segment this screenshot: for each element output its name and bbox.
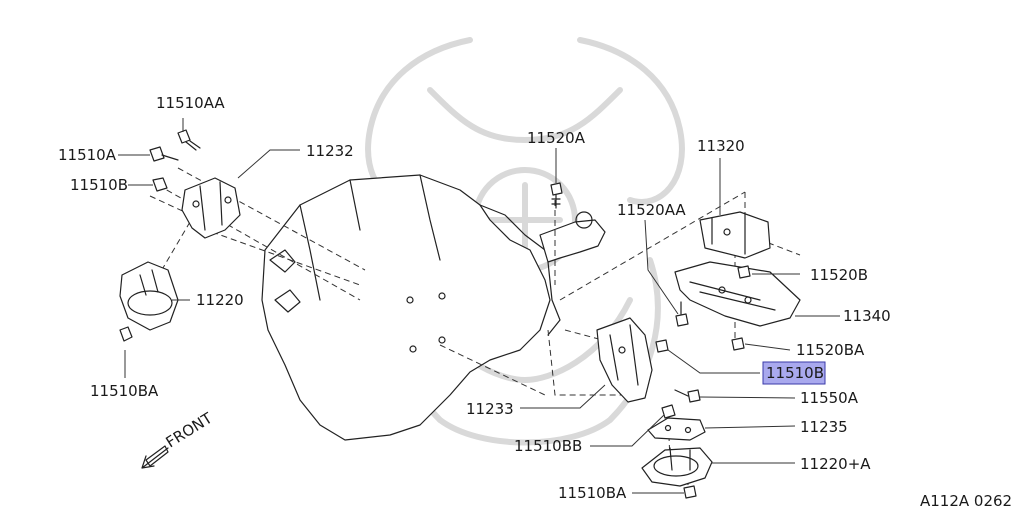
label-11510B-selected[interactable]: 11510B	[766, 364, 824, 382]
label-11220[interactable]: 11220	[196, 291, 244, 309]
crossmember-11340	[674, 261, 801, 351]
label-11510BB[interactable]: 11510BB	[514, 437, 582, 455]
front-direction-arrow	[141, 445, 169, 469]
label-11520BA[interactable]: 11520BA	[796, 341, 865, 359]
label-11510B-left[interactable]: 11510B	[70, 176, 128, 194]
label-11510A[interactable]: 11510A	[58, 146, 117, 164]
label-11232[interactable]: 11232	[306, 142, 354, 160]
engine-mount-insulator-right	[641, 447, 713, 487]
label-11235[interactable]: 11235	[800, 418, 848, 436]
label-11520A[interactable]: 11520A	[527, 129, 586, 147]
fasteners-left	[119, 129, 201, 342]
label-11220A[interactable]: 11220+A	[800, 455, 871, 473]
label-11550A[interactable]: 11550A	[800, 389, 859, 407]
engine-mount-insulator-left	[119, 261, 179, 331]
bolt-11550A	[674, 389, 701, 403]
nut-11510B-right	[655, 339, 669, 353]
engine-mount-bracket-left	[181, 177, 241, 239]
label-11510AA[interactable]: 11510AA	[156, 94, 225, 112]
bolt-11520A	[550, 182, 563, 209]
engine-mount-bracket-right	[596, 317, 653, 403]
label-11510BA-bottom[interactable]: 11510BA	[558, 484, 627, 502]
nut-11510BA-bottom	[683, 485, 697, 499]
label-11320[interactable]: 11320	[697, 137, 745, 155]
label-11340[interactable]: 11340	[843, 307, 891, 325]
selected-part-highlight	[762, 361, 826, 385]
label-11233[interactable]: 11233	[466, 400, 514, 418]
engine-block	[261, 174, 606, 441]
bolt-11520AA	[675, 301, 689, 327]
label-11520AA[interactable]: 11520AA	[617, 201, 686, 219]
figure-code: A112A 0262	[920, 492, 1012, 510]
nut-11510BB	[661, 404, 676, 419]
label-11510BA-left[interactable]: 11510BA	[90, 382, 159, 400]
front-label: FRONT	[163, 409, 217, 452]
rear-mount-11320	[699, 211, 771, 259]
heat-shield-11235	[647, 417, 706, 441]
label-11520B[interactable]: 11520B	[810, 266, 868, 284]
leader-lines	[118, 118, 840, 494]
